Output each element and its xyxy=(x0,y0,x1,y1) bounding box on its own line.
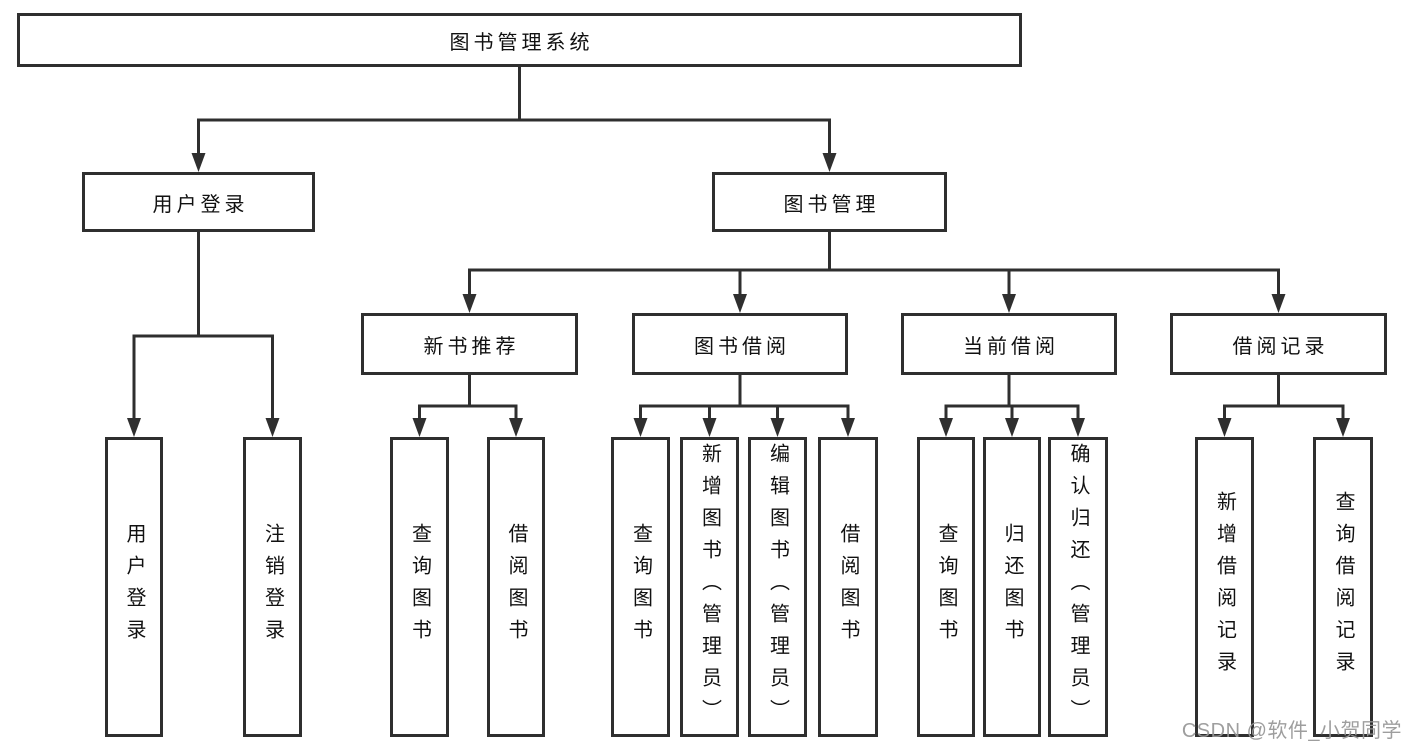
node-label: 图书借阅 xyxy=(694,335,790,358)
arrowhead-icon xyxy=(1005,418,1019,437)
leaf-add-books-admin: 新增图书（管理员） xyxy=(680,437,739,737)
arrowhead-icon xyxy=(412,418,427,437)
leaf-label: 归还图书 xyxy=(1001,523,1023,651)
node-new-book-recommend: 新书推荐 xyxy=(361,313,578,375)
arrowhead-icon xyxy=(822,153,837,172)
arrowhead-icon xyxy=(633,418,648,437)
leaf-query-books-borrowing: 查询图书 xyxy=(611,437,670,737)
node-label: 新书推荐 xyxy=(423,335,520,358)
arrowhead-icon xyxy=(1336,418,1350,437)
leaf-return-books: 归还图书 xyxy=(983,437,1041,737)
node-borrow-records: 借阅记录 xyxy=(1170,313,1387,375)
node-book-borrowing: 图书借阅 xyxy=(632,313,848,375)
arrowhead-icon xyxy=(462,294,477,313)
leaf-label: 新增图书（管理员） xyxy=(698,443,721,731)
arrowhead-icon xyxy=(1071,418,1085,437)
arrowhead-icon xyxy=(127,418,141,437)
leaf-logout: 注销登录 xyxy=(243,437,302,737)
leaf-borrow-books: 借阅图书 xyxy=(818,437,878,737)
leaf-label: 借阅图书 xyxy=(505,523,527,651)
leaf-label: 查询图书 xyxy=(408,523,431,651)
leaf-label: 注销登录 xyxy=(261,523,284,651)
leaf-borrow-books-recommend: 借阅图书 xyxy=(487,437,545,737)
leaf-label: 确认归还（管理员） xyxy=(1067,443,1089,731)
leaf-query-borrow-record: 查询借阅记录 xyxy=(1313,437,1373,737)
leaf-label: 查询图书 xyxy=(935,523,957,651)
leaf-label: 查询借阅记录 xyxy=(1332,491,1354,683)
leaf-add-borrow-record: 新增借阅记录 xyxy=(1195,437,1254,737)
arrowhead-icon xyxy=(1271,294,1286,313)
leaf-label: 用户登录 xyxy=(123,523,145,651)
node-book-management: 图书管理 xyxy=(712,172,947,232)
arrowhead-icon xyxy=(1002,294,1016,313)
arrowhead-icon xyxy=(939,418,953,437)
node-user-login: 用户登录 xyxy=(82,172,315,232)
node-label: 图书管理系统 xyxy=(449,31,594,54)
leaf-label: 编辑图书（管理员） xyxy=(766,443,789,731)
leaf-query-books-recommend: 查询图书 xyxy=(390,437,449,737)
arrowhead-icon xyxy=(191,153,206,172)
leaf-label: 借阅图书 xyxy=(837,523,859,651)
arrowhead-icon xyxy=(509,418,523,437)
leaf-edit-books-admin: 编辑图书（管理员） xyxy=(748,437,807,737)
arrowhead-icon xyxy=(265,418,280,437)
node-label: 用户登录 xyxy=(152,193,249,216)
node-library-management-system: 图书管理系统 xyxy=(17,13,1022,67)
node-current-borrowing: 当前借阅 xyxy=(901,313,1117,375)
leaf-label: 新增借阅记录 xyxy=(1213,491,1236,683)
csdn-watermark: CSDN @软件_小贺同学 xyxy=(1181,720,1402,742)
node-label: 当前借阅 xyxy=(963,335,1059,358)
arrowhead-icon xyxy=(702,418,717,437)
arrowhead-icon xyxy=(733,294,747,313)
node-label: 借阅记录 xyxy=(1232,335,1329,358)
arrowhead-icon xyxy=(841,418,855,437)
leaf-confirm-return-admin: 确认归还（管理员） xyxy=(1048,437,1108,737)
leaf-query-books-current: 查询图书 xyxy=(917,437,975,737)
arrowhead-icon xyxy=(1217,418,1232,437)
leaf-label: 查询图书 xyxy=(629,523,652,651)
node-label: 图书管理 xyxy=(783,193,880,216)
leaf-user-login: 用户登录 xyxy=(105,437,163,737)
arrowhead-icon xyxy=(770,418,785,437)
